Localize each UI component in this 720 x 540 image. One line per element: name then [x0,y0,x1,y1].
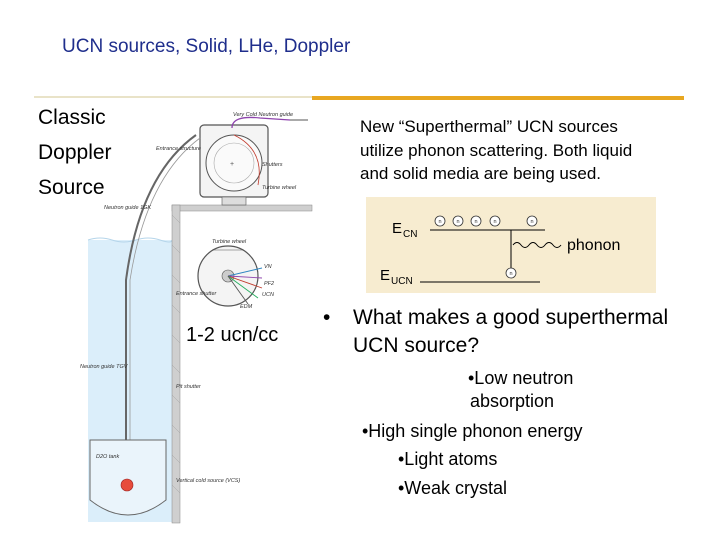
annotation: Entrance structure [156,146,201,152]
classic-doppler-label: Classic Doppler Source [38,100,112,205]
phonon-label: phonon [567,237,620,254]
cold-source-icon [120,478,134,492]
annotation: Shutters [262,162,283,168]
eucn-label-main: E [380,267,390,284]
neutron-symbol: n [474,219,477,225]
annotation: EDM [240,304,253,310]
neutron-symbol: n [438,219,441,225]
annotation: PF2 [264,281,274,287]
annotation: D2O tank [96,454,119,460]
annotation: VN [264,264,272,270]
vcn-guide [231,116,291,129]
question-bullet: • [323,306,331,329]
superthermal-description: New “Superthermal” UCN sources utilize p… [360,115,700,186]
concrete-wall [171,204,313,212]
annotation: Pit shutter [176,384,202,390]
question-text: What makes a good superthermal UCN sourc… [353,306,669,357]
answer-item: •Light atoms [398,449,498,469]
annotation: Entrance shutter [176,291,218,297]
superthermal-line: utilize phonon scattering. Both liquid [360,140,633,160]
annotation: Vertical cold source (VCS) [176,478,240,484]
annotation: UCN [262,292,274,298]
answer-item: •Low neutron [468,368,574,388]
annotation: Very Cold Neutron guide [233,112,293,118]
neutron-markers [434,215,538,279]
neutron-guide-curve [125,134,197,480]
answer-item: •Weak crystal [398,478,507,498]
neutron-symbol: n [493,219,496,225]
classic-label-line: Classic [38,106,106,129]
neutron-symbol: n [509,271,512,277]
title-rule-accent [312,96,684,100]
ucn-density-label: 1-2 ucn/cc [186,324,279,346]
ecn-label-sub: CN [403,229,417,240]
slide-title: UCN sources, Solid, LHe, Doppler [62,36,351,57]
d2o-tank [89,439,167,516]
annotation: Turbine wheel [262,185,297,191]
neutron-symbol: n [456,219,459,225]
title-rule-left [34,96,312,98]
classic-label-line: Doppler [38,141,112,164]
annotation: Neutron guide 1GK [104,205,151,211]
superthermal-line: New “Superthermal” UCN sources [360,117,618,136]
answer-item: •High single phonon energy [362,421,583,441]
answer-item-continuation: absorption [470,391,555,411]
classic-label-line: Source [38,176,105,199]
ecn-label-main: E [392,220,402,237]
eucn-label-sub: UCN [391,276,413,287]
annotation: Neutron guide TGV [80,364,129,370]
water-wave [87,237,173,243]
annotation: Turbine wheel [212,239,247,245]
superthermal-line: and solid media are being used. [360,164,601,183]
svg-text:+: + [230,161,234,168]
neutron-symbol: n [530,219,533,225]
phonon-wave [512,242,562,248]
